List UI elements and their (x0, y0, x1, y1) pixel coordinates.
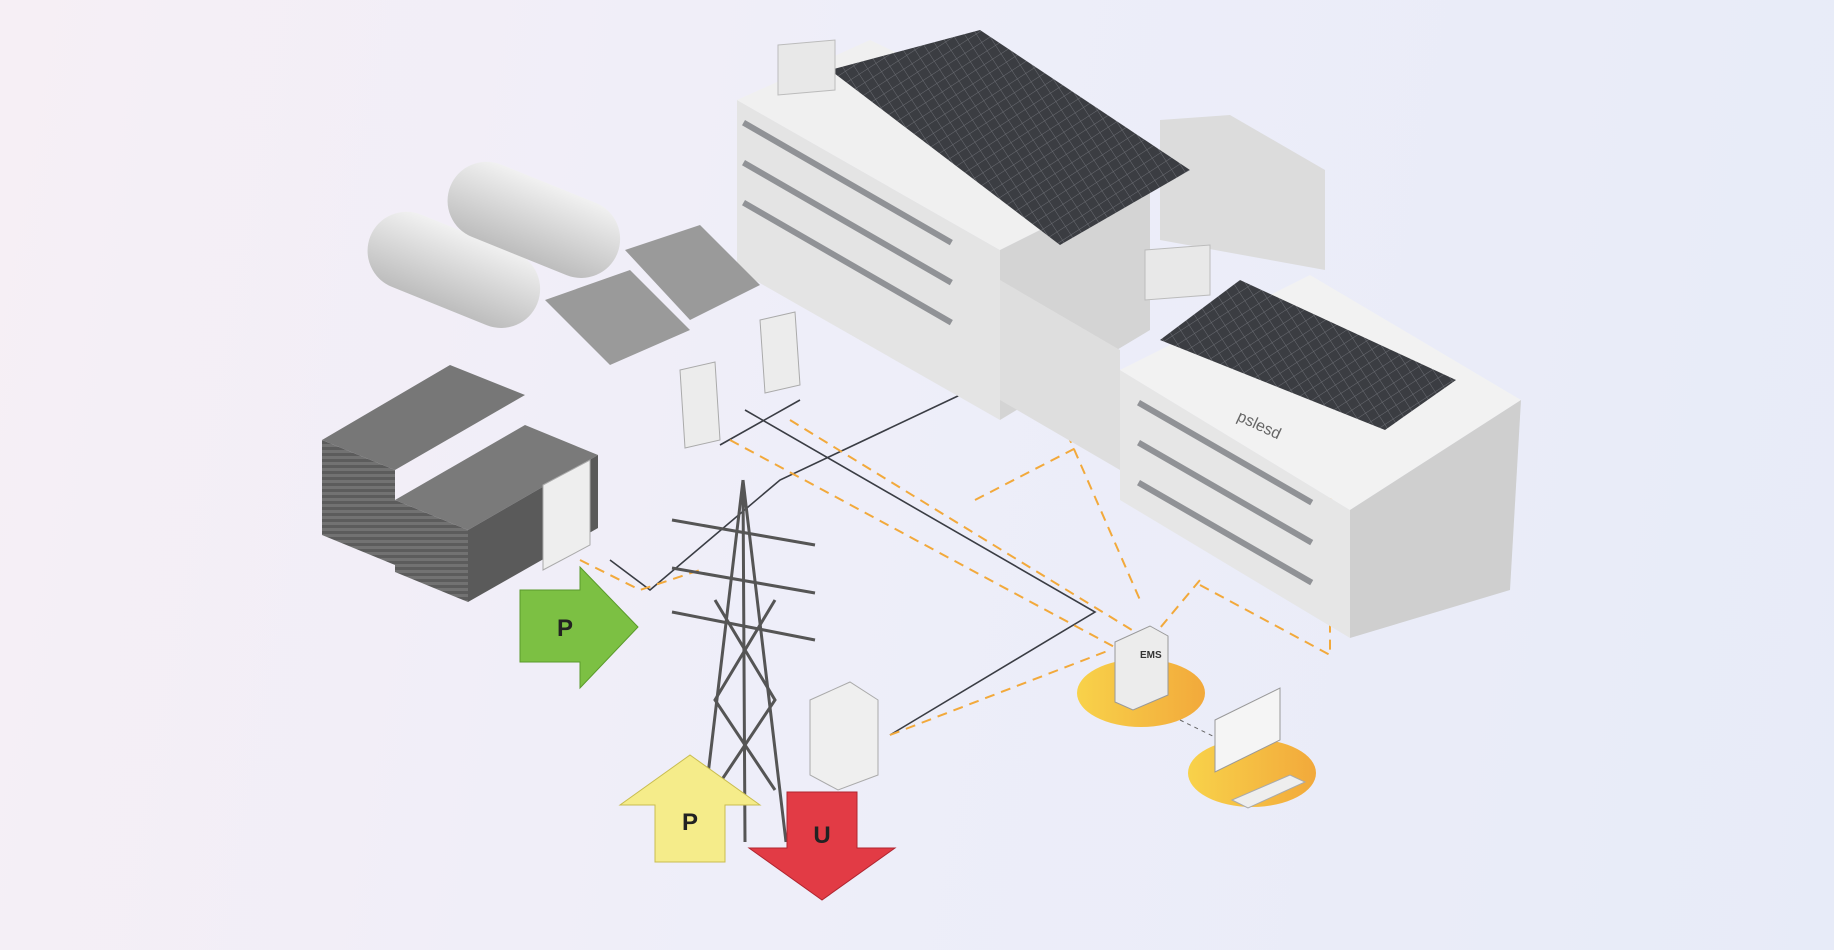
grid-cabinet (809, 681, 879, 791)
grid-voltage-arrow: U (747, 791, 897, 901)
battery-containers (322, 365, 598, 602)
generation-power-arrow: P (519, 565, 639, 690)
grid-power-arrow: P (618, 754, 762, 863)
controller-brand: EMS (1140, 650, 1162, 661)
monitoring-workstation (1214, 687, 1307, 809)
ems-controller: EMS (1114, 625, 1169, 711)
generation-power-label: P (557, 615, 573, 642)
grid-power-label: P (682, 809, 698, 836)
gas-generators (367, 161, 801, 449)
grid-voltage-label: U (813, 822, 830, 849)
power-lines (609, 394, 1097, 736)
factory-building: pslesd (737, 30, 1521, 638)
